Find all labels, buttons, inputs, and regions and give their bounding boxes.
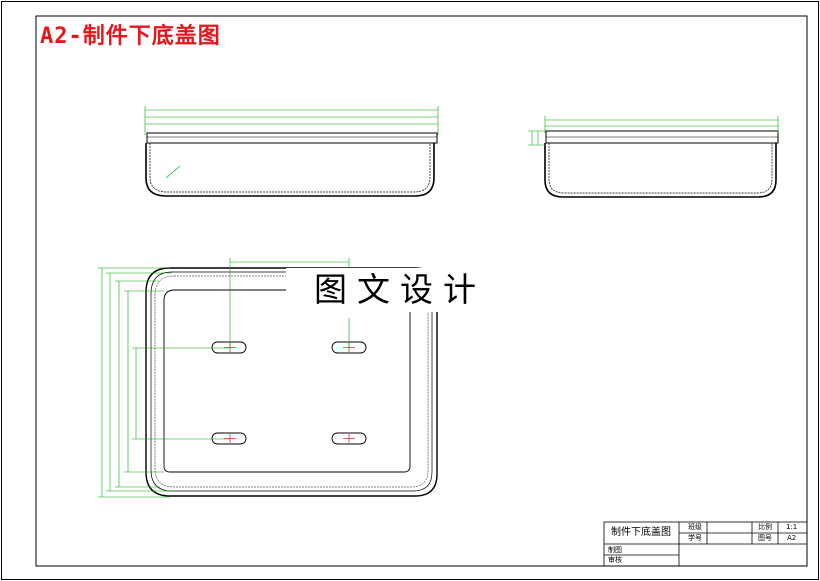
title-block-part-name: 制件下底盖图 xyxy=(611,527,671,538)
title-block-drawing-no-label: 图号 xyxy=(758,534,772,542)
slot-centerlines xyxy=(224,343,355,443)
title-block xyxy=(603,521,808,567)
title-block-drawing-no-value: A2 xyxy=(787,534,797,542)
slot-bottom-right xyxy=(331,432,367,445)
slot-bottom-left xyxy=(211,432,247,445)
inner-frame xyxy=(35,15,808,567)
front-view xyxy=(145,132,438,197)
title-block-scale-label: 比例 xyxy=(758,523,772,531)
title-block-drawn-by-label: 制图 xyxy=(608,546,622,554)
slot-top-left xyxy=(211,341,247,354)
drawing-title: A2-制件下底盖图 xyxy=(40,24,221,49)
title-block-scale-value: 1:1 xyxy=(786,523,798,531)
front-view-dimensions xyxy=(144,106,439,179)
watermark: 图文设计 xyxy=(286,268,526,312)
side-view xyxy=(544,130,779,198)
title-block-checked-by-label: 审核 xyxy=(608,556,622,564)
top-view-dimensions xyxy=(98,258,350,498)
title-block-student-no-label: 学号 xyxy=(688,534,702,542)
title-block-class-label: 班级 xyxy=(688,523,702,531)
side-view-dimensions xyxy=(528,116,779,146)
